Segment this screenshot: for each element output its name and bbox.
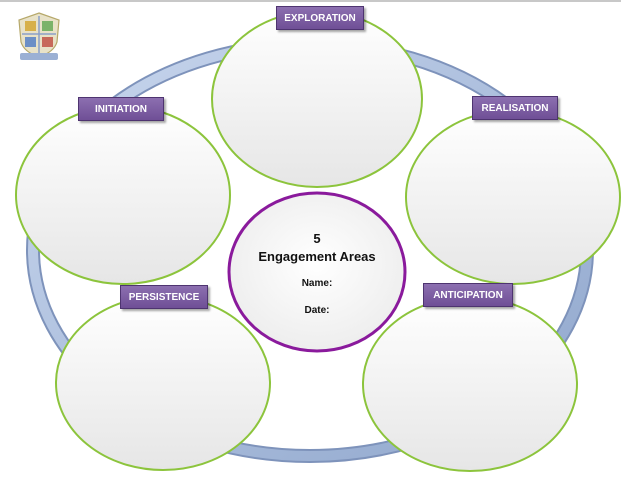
realisation-label: REALISATION — [472, 96, 558, 120]
name-label: Name: — [301, 278, 333, 289]
center-title: Engagement Areas — [258, 249, 376, 264]
initiation-label: INITIATION — [78, 97, 164, 121]
realisation-circle[interactable] — [405, 109, 621, 285]
school-crest-logo — [18, 12, 60, 60]
anticipation-label: ANTICIPATION — [423, 283, 513, 307]
exploration-circle[interactable] — [211, 10, 423, 188]
persistence-circle[interactable] — [55, 295, 271, 471]
initiation-circle[interactable] — [15, 105, 231, 285]
exploration-label: EXPLORATION — [276, 6, 364, 30]
anticipation-circle[interactable] — [362, 296, 578, 472]
center-circle — [227, 191, 407, 353]
center-count: 5 — [313, 231, 321, 246]
date-label: Date: — [304, 305, 330, 316]
top-rule — [0, 0, 621, 2]
persistence-label: PERSISTENCE — [120, 285, 208, 309]
